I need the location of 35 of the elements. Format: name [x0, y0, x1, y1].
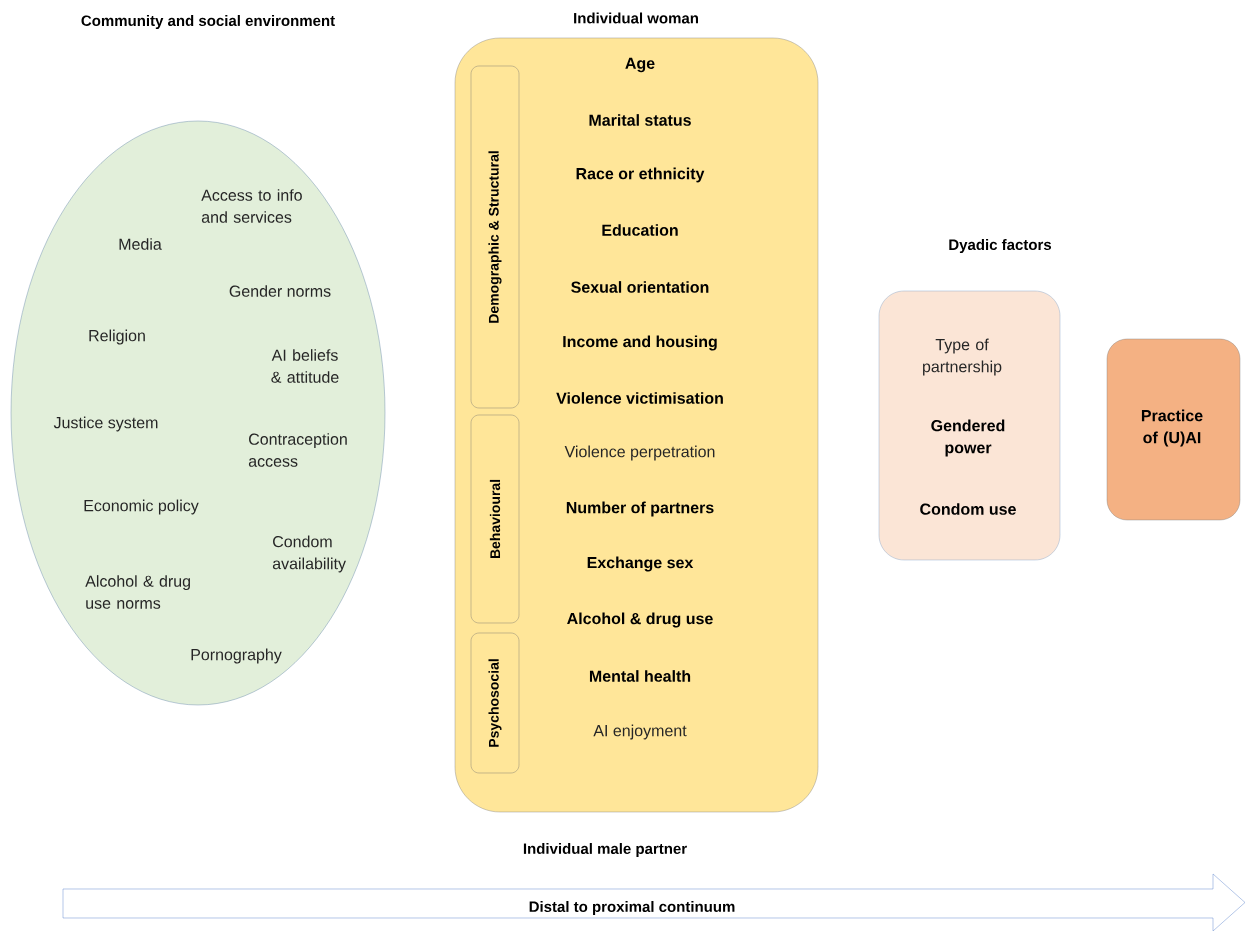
- item-text: Mental health: [589, 670, 691, 682]
- item-text: Education: [602, 224, 678, 236]
- item-text: Justice system: [53, 416, 158, 432]
- item-text: Marital status: [589, 114, 691, 126]
- item-text: Religion: [89, 329, 145, 345]
- item-text: AI beliefs & attitude: [271, 349, 339, 383]
- item-text: Alcohol & drug use norms: [85, 575, 190, 609]
- item-text: Contraception access: [248, 433, 347, 467]
- item-text: Practice of (U)AI: [1141, 409, 1203, 447]
- item-text: Alcohol & drug use: [567, 612, 713, 628]
- item-text: Race or ethnicity: [576, 167, 705, 183]
- item-text: Sexual orientation: [571, 281, 709, 293]
- heading: Community and social environment: [81, 15, 335, 29]
- category-band: Demographic & Structural: [470, 65, 520, 409]
- item-text: AI enjoyment: [593, 724, 687, 740]
- item-text: Gender norms: [229, 285, 331, 297]
- item-text: Condom availability: [272, 535, 346, 573]
- item-text: Age: [625, 57, 655, 73]
- item-text: Access to info and services: [201, 189, 302, 223]
- heading: Dyadic factors: [949, 239, 1052, 253]
- item-text: Exchange sex: [587, 556, 694, 572]
- item-text: Condom use: [920, 503, 1016, 515]
- item-text: Income and housing: [563, 335, 717, 351]
- item-text: Violence perpetration: [564, 445, 715, 461]
- item-text: Violence victimisation: [556, 392, 723, 404]
- item-text: Economic policy: [84, 499, 199, 515]
- heading: Individual male partner: [523, 843, 687, 857]
- item-text: Media: [119, 238, 162, 250]
- category-band: Psychosocial: [470, 632, 520, 774]
- item-text: Gendered power: [931, 419, 1005, 457]
- item-text: Type of partnership: [923, 338, 1002, 376]
- heading: Individual woman: [574, 12, 698, 24]
- category-band: Behavioural: [470, 414, 520, 624]
- item-text: Pornography: [191, 648, 282, 664]
- item-text: Number of partners: [566, 501, 714, 517]
